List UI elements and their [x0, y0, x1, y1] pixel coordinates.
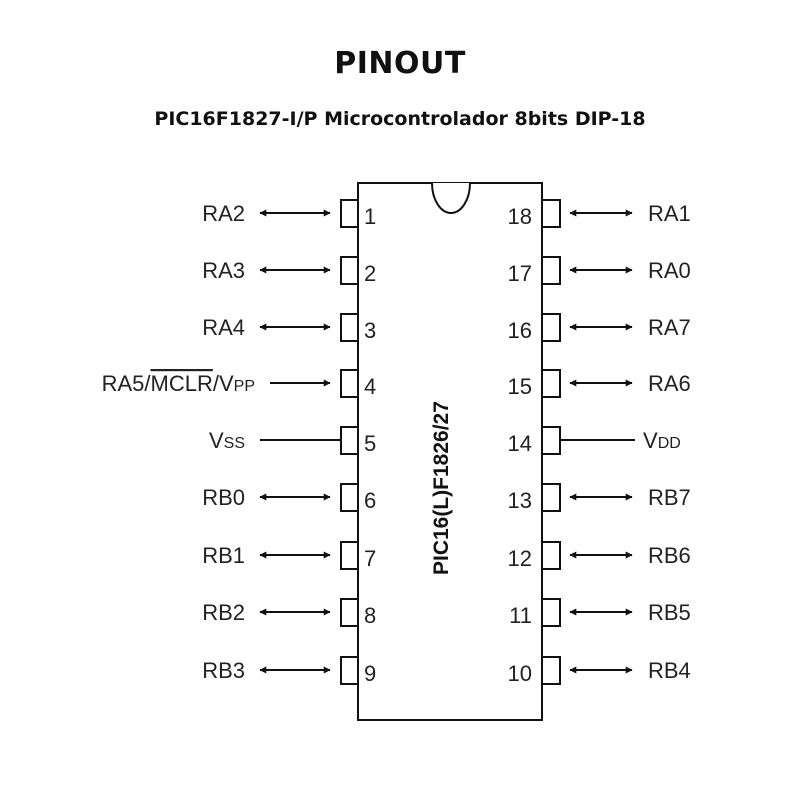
pin-row-1: 1 RA2 [202, 199, 376, 229]
left-pins: 1RA22RA33RA44RA5/MCLR/VPP5VSS6RB07RB18RB… [102, 199, 376, 686]
pin-number: 17 [508, 261, 532, 286]
pin-number: 18 [508, 204, 532, 229]
pin-label: RA6 [648, 371, 691, 396]
pin-label: RA7 [648, 315, 691, 340]
pin-number: 1 [364, 204, 376, 229]
mclr-overline-label: MCLR [151, 371, 213, 396]
pin-label: RA3 [202, 258, 245, 283]
pin-pad [541, 256, 561, 285]
pin-pad [541, 313, 561, 342]
pin-label: RB2 [202, 600, 245, 625]
chip-body: PIC16(L)F1826/27 [357, 182, 543, 721]
pin-label: VDD [643, 428, 681, 453]
pin-row-9: 9 RB3 [202, 656, 376, 686]
chip-part-label: PIC16(L)F1826/27 [430, 401, 453, 575]
chip-outline [357, 182, 543, 721]
pin-number: 9 [364, 661, 376, 686]
pin-pad [541, 483, 561, 512]
pin-row-4: 4 RA5/MCLR/VPP [102, 369, 376, 399]
pin-label: RA4 [202, 315, 245, 340]
pin-label: RB4 [648, 658, 691, 683]
pin-number: 10 [508, 661, 532, 686]
pin-label: RA0 [648, 258, 691, 283]
pin-label: RA1 [648, 201, 691, 226]
pin-row-6: 6 RB0 [202, 483, 376, 513]
pin-label: RB6 [648, 543, 691, 568]
pin-number: 11 [509, 603, 532, 628]
pin-label: RB3 [202, 658, 245, 683]
pin-number: 16 [508, 318, 532, 343]
pin-pad [340, 256, 359, 285]
pin-row-10: 10 RB4 [508, 656, 691, 686]
pin-row-13: 13 RB7 [508, 483, 691, 513]
pin-number: 2 [364, 261, 376, 286]
pin-pad [340, 541, 359, 570]
pin-number: 4 [364, 374, 376, 399]
pin-row-16: 16 RA7 [508, 313, 691, 343]
pin-number: 15 [508, 374, 532, 399]
pin-row-5: 5 VSS [209, 426, 376, 456]
pin-number: 8 [364, 603, 376, 628]
pin-label: RA2 [202, 201, 245, 226]
pin-label-part: V [209, 428, 224, 453]
pin-label-part: PP [234, 378, 255, 395]
pin-pad [340, 199, 359, 228]
pin-pad [541, 541, 561, 570]
pin-row-17: 17 RA0 [508, 256, 691, 286]
pin-label: VSS [209, 428, 245, 453]
pin-pad [541, 598, 561, 627]
pin-row-12: 12 RB6 [508, 541, 691, 571]
pin-label: RA5/MCLR/VPP [102, 371, 255, 396]
pin-pad [541, 369, 561, 398]
pin-number: 5 [364, 431, 376, 456]
pin-number: 6 [364, 488, 376, 513]
pin-label: RB5 [648, 600, 691, 625]
right-pins: 18 RA1 17 RA0 16 RA7 15 RA6 14 VDD 13 RB7 12 RB6 11 RB5… [508, 199, 691, 686]
pin-pad [541, 199, 561, 228]
pin-row-7: 7 RB1 [202, 541, 376, 571]
pin1-notch-icon [431, 182, 471, 214]
pin-label-part: RA5/ [102, 371, 152, 396]
pin-label: RB0 [202, 485, 245, 510]
pin-row-8: 8 RB2 [202, 598, 376, 628]
pin-row-14: 14 VDD [508, 426, 681, 456]
pin-label-part: DD [658, 435, 681, 452]
pin-label: RB1 [202, 543, 245, 568]
pin-row-11: 11 RB5 [509, 598, 691, 628]
page-title: PINOUT [334, 46, 466, 81]
pin-row-2: 2 RA3 [202, 256, 376, 286]
pin-label-part: V [643, 428, 658, 453]
pin-row-15: 15 RA6 [508, 369, 691, 399]
pin-pad [340, 598, 359, 627]
page-subtitle: PIC16F1827-I/P Microcontrolador 8bits DI… [154, 108, 646, 130]
pin-row-18: 18 RA1 [508, 199, 691, 229]
pin-pad [340, 483, 359, 512]
pin-label-part: SS [224, 435, 245, 452]
pin-label: RB7 [648, 485, 691, 510]
pin-pad [541, 656, 561, 685]
pin-pad [340, 426, 359, 455]
pin-pad [541, 426, 561, 455]
pin-label-part: /V [213, 371, 234, 396]
pin-row-3: 3 RA4 [202, 313, 376, 343]
pin-number: 13 [508, 488, 532, 513]
pin-number: 3 [364, 318, 376, 343]
pin-pad [340, 656, 359, 685]
pin-number: 12 [508, 546, 532, 571]
pin-number: 14 [508, 431, 532, 456]
pin-pad [340, 369, 359, 398]
pin-pad [340, 313, 359, 342]
pin-number: 7 [364, 546, 376, 571]
